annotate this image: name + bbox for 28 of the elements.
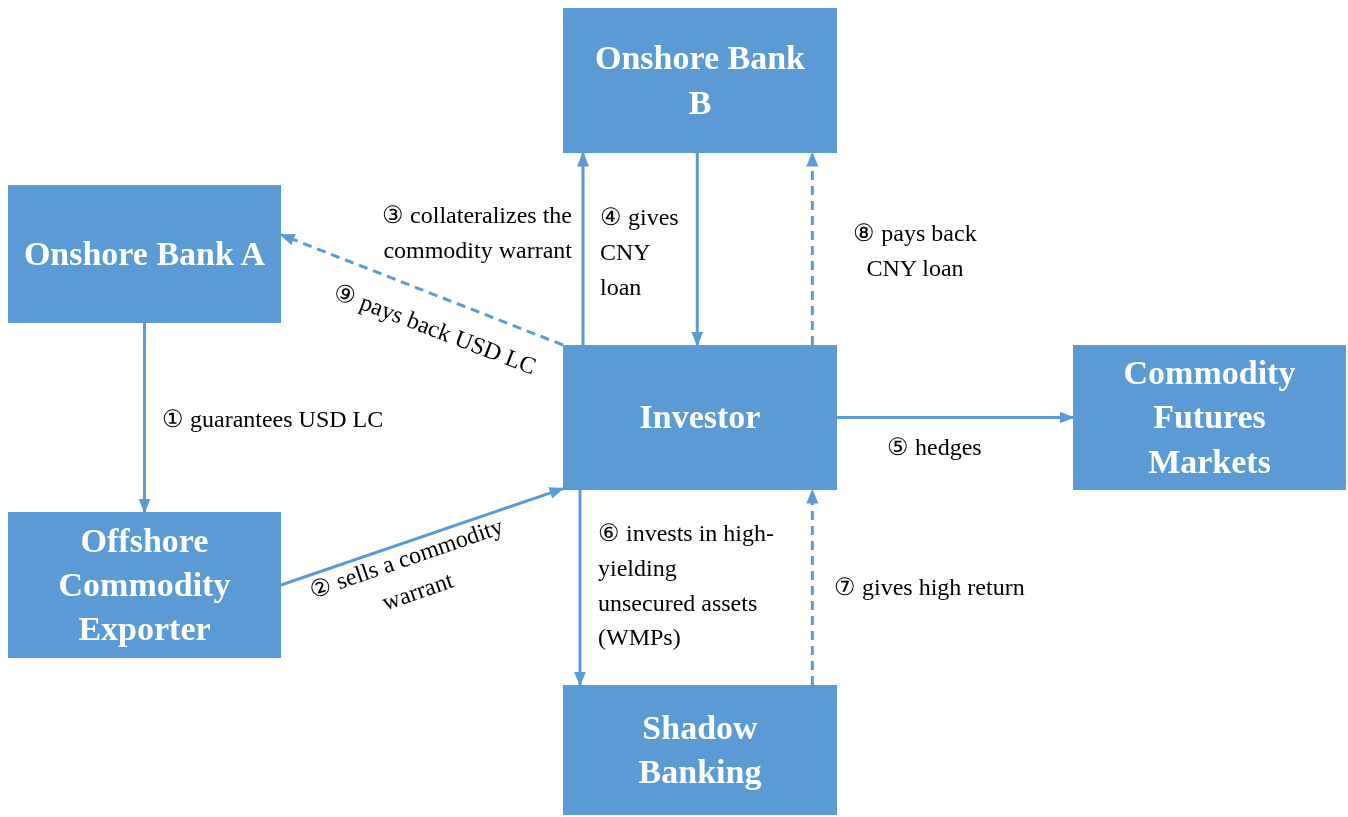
- box-title: Offshore Commodity Exporter: [57, 520, 232, 650]
- edge-label: ⑦ gives high return: [834, 573, 1026, 602]
- arrow: [837, 411, 1075, 424]
- arrow: [691, 153, 704, 347]
- box-title: Shadow Banking: [637, 707, 763, 792]
- box-title: Commodity Futures Markets: [1122, 353, 1297, 482]
- box-title: Investor: [638, 397, 762, 438]
- entity-box: [563, 8, 837, 153]
- entity-box: [8, 512, 281, 658]
- edge-label: ⑨ pays back USD LC: [329, 277, 541, 382]
- edge-label: ③ collateralizes the commodity warrant: [381, 201, 572, 265]
- entity-box: [563, 685, 837, 815]
- edge-label: ④ gives CNY loan: [600, 203, 680, 302]
- edge-label: ⑧ pays back CNY loan: [852, 219, 978, 283]
- box-title: Onshore Bank A: [22, 233, 267, 274]
- entity-box: [563, 345, 837, 490]
- edge-label: ⑤ hedges: [887, 433, 983, 462]
- entity-box: [8, 185, 281, 323]
- arrow: [577, 151, 589, 345]
- edge-label: ① guarantees USD LC: [162, 405, 385, 434]
- arrow: [806, 488, 819, 685]
- entity-box: [1073, 345, 1346, 490]
- edge-label: ⑥ invests in high-yielding unsecured assets (WMPs): [598, 519, 774, 653]
- arrow: [806, 151, 819, 345]
- arrow: [574, 490, 586, 687]
- arrow: [280, 487, 565, 587]
- arrow: [138, 323, 151, 514]
- box-title: Onshore Bank B: [593, 38, 807, 123]
